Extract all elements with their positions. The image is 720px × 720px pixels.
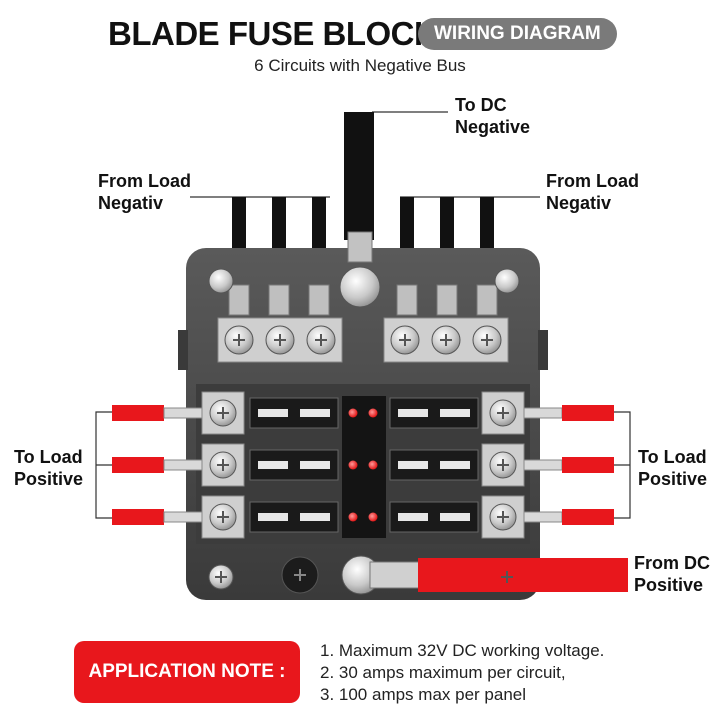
label-line: To Load — [14, 447, 83, 467]
label-line: To DC — [455, 95, 507, 115]
label-from-load-negative-right: From Load Negativ — [546, 170, 639, 214]
label-line: To Load — [638, 447, 707, 467]
label-line: From DC — [634, 553, 710, 573]
note-item: 2. 30 amps maximum per circuit, — [320, 663, 566, 682]
label-line: Positive — [634, 575, 704, 595]
label-to-load-positive-right: To Load Positive — [638, 446, 707, 490]
label-line: Positive — [638, 469, 708, 489]
title-row: BLADE FUSE BLOCK WIRING DIAGRAM — [0, 14, 720, 54]
negative-bus-screws — [224, 325, 502, 355]
led-indicators — [348, 408, 378, 522]
positive-lug — [369, 561, 421, 589]
note-item: 1. Maximum 32V DC working voltage. — [320, 641, 605, 660]
application-note-badge: APPLICATION NOTE : — [74, 641, 300, 703]
wiring-diagram-badge: WIRING DIAGRAM — [418, 18, 617, 50]
label-line: Negativ — [98, 193, 164, 213]
label-line: Negativ — [546, 193, 612, 213]
note-item: 3. 100 amps max per panel — [320, 685, 527, 704]
positive-wires-left — [112, 405, 203, 525]
page-title: BLADE FUSE BLOCK — [108, 15, 438, 52]
label-line: From Load — [546, 171, 639, 191]
positive-wires-right — [523, 405, 614, 525]
label-line: Negative — [455, 117, 531, 137]
label-to-load-positive-left: To Load Positive — [14, 446, 83, 490]
dc-negative-cable — [344, 112, 374, 240]
negative-ferrules — [228, 284, 498, 316]
label-from-dc-positive: From DC Positive — [634, 552, 710, 596]
label-from-load-negative-left: From Load Negativ — [98, 170, 191, 214]
label-line: Positive — [14, 469, 84, 489]
screw-plus-marks — [215, 334, 513, 583]
dc-positive-cable — [418, 558, 628, 592]
application-notes-list: 1. Maximum 32V DC working voltage. 2. 30… — [320, 640, 604, 706]
label-to-dc-negative: To DC Negative — [455, 94, 530, 138]
negative-stud — [339, 266, 381, 308]
positive-terminal-screws — [209, 399, 517, 531]
label-line: From Load — [98, 171, 191, 191]
page-subtitle: 6 Circuits with Negative Bus — [254, 56, 466, 75]
fuse-contacts — [258, 409, 470, 521]
